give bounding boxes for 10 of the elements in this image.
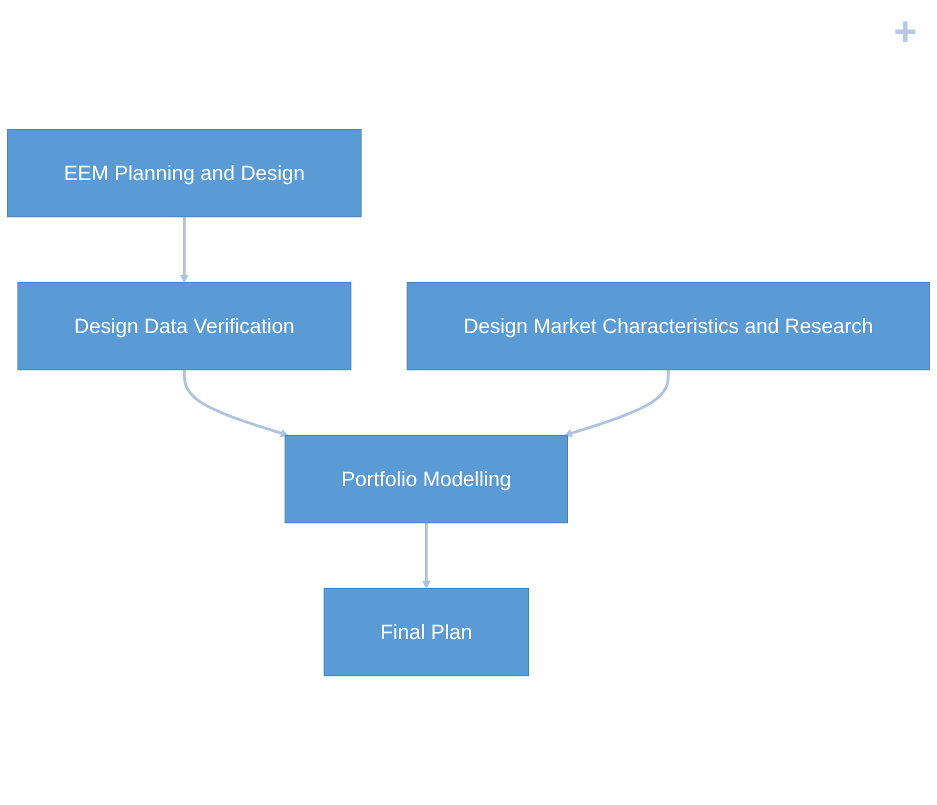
node-box: Final Plan bbox=[324, 588, 530, 676]
arrow bbox=[182, 370, 289, 438]
arrow bbox=[180, 216, 188, 283]
node-box: Design Market Characteristics and Research bbox=[406, 282, 930, 370]
arrow bbox=[422, 522, 430, 589]
node-box: Portfolio Modelling bbox=[284, 434, 568, 524]
arrow bbox=[564, 370, 670, 438]
node-box: EEM Planning and Design bbox=[7, 128, 362, 218]
node-box: Design Data Verification bbox=[17, 282, 352, 370]
plus-sign: + bbox=[894, 10, 917, 54]
